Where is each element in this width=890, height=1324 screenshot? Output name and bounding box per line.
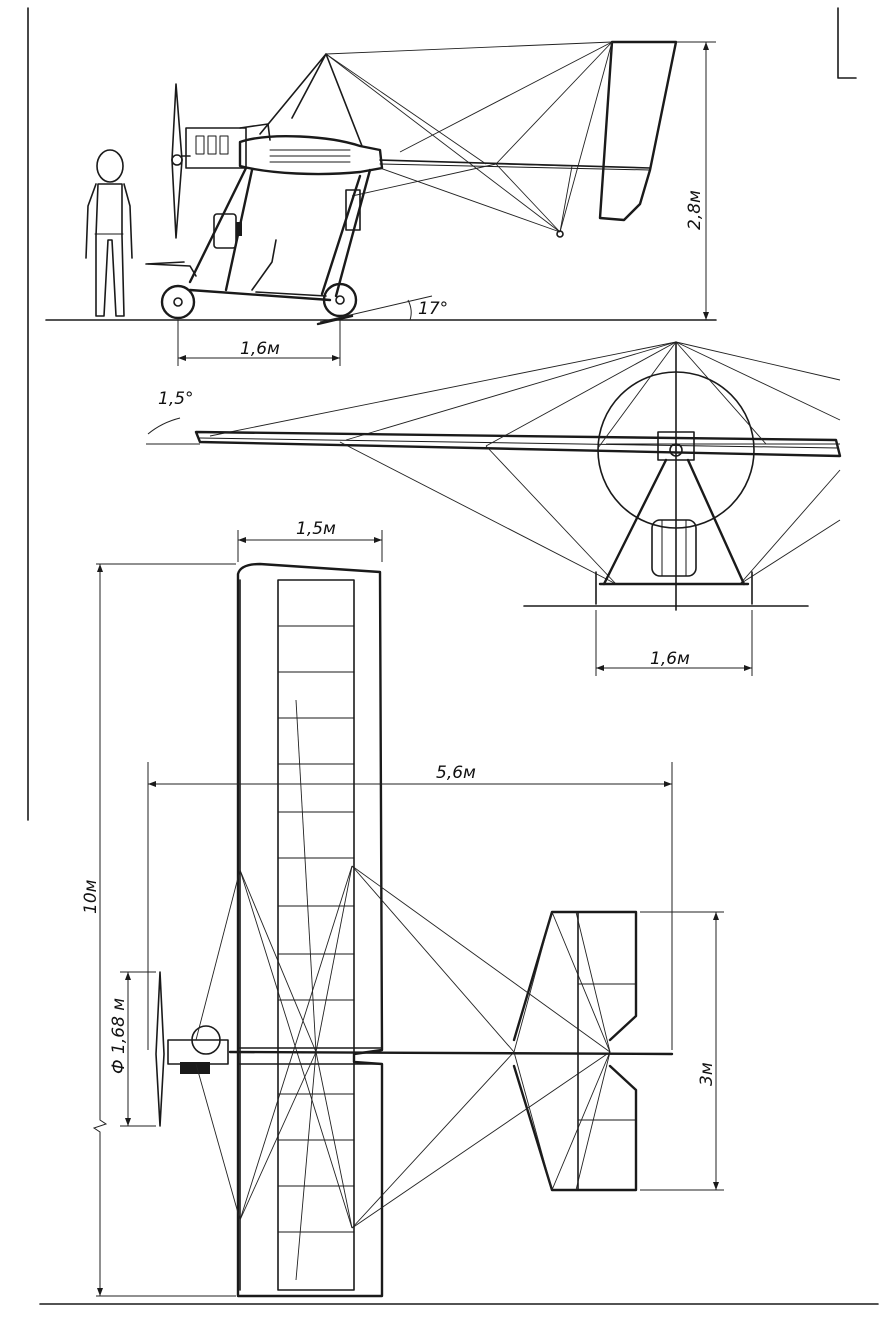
top-view-bracing [195,699,611,1281]
front-view: 1,5° [146,341,842,676]
human-figure [85,149,133,317]
span-label: 10м [81,879,101,914]
height-label: 2,8м [685,190,705,230]
length-label: 5,6м [436,763,476,783]
wing-ribs [277,625,355,1233]
tail-angle-label: 17° [418,299,448,319]
side-view: 1,6м 2,8м 17° [45,40,717,366]
landing-gear-side [145,166,372,326]
stabilizer-span-label: 3м [697,1062,717,1086]
top-view: 1,5м 5,6м 10м Ф 1,68 м 3м [81,519,724,1298]
propeller-side [171,83,183,239]
prop-diameter-label: Ф 1,68 м [109,998,129,1074]
dihedral-label: 1,5° [158,389,194,409]
sheet-frame [27,7,879,1305]
gear-track-front-label: 1,6м [650,649,690,669]
chord-label: 1,5м [296,519,336,539]
engine-side [181,127,247,169]
gear-track-side-label: 1,6м [240,339,280,359]
